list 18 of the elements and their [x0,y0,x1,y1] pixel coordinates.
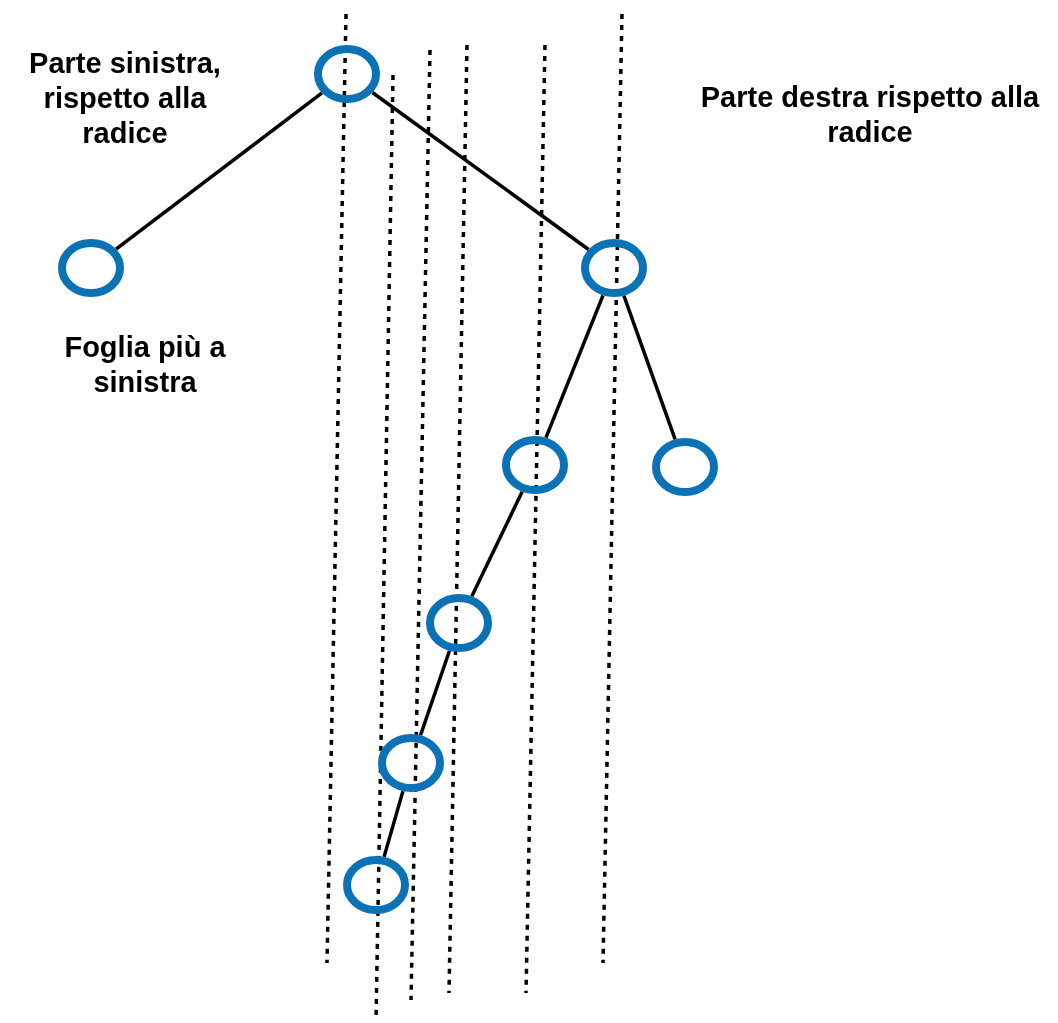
circle-node [58,239,124,297]
circle-node [378,734,444,792]
edge-line [418,650,452,736]
edge-line [544,294,605,439]
circle-node [343,856,409,914]
edge-line [114,91,324,251]
annotation-text: Parte sinistra, rispetto alla radice [28,46,222,151]
circle-node [502,436,568,494]
annotation-text: Parte destra rispetto alla radice [699,80,1041,150]
circle-node [426,594,492,652]
circle-node [581,239,647,297]
circle-node [652,438,718,496]
edge-line [382,790,405,858]
circle-node [314,45,380,103]
edge-line [371,91,590,251]
edge-line [622,295,677,440]
annotation-text: Foglia più a sinistra [63,330,227,400]
edge-line [470,490,524,598]
